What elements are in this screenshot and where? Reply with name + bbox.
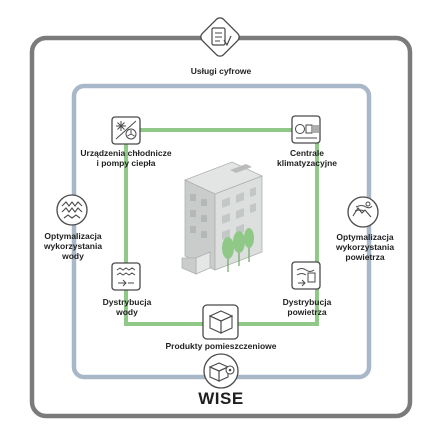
snowflake-fan-icon (111, 116, 141, 145)
label-water-distribution: Dystrybucja wody (102, 297, 152, 317)
building-illustration (181, 161, 264, 275)
trees-illustration (222, 228, 254, 272)
label-room-products: Produkty pomieszczeniowe (165, 341, 277, 351)
air-wind-icon (347, 196, 379, 228)
tablet-checklist-icon (200, 17, 240, 57)
label-chillers-heat-pumps: Urządzenia chłodnicze i pompy ciepła (80, 148, 172, 168)
air-distribution-icon (291, 261, 321, 290)
label-digital-services: Usługi cyfrowe (190, 66, 252, 76)
box-gear-icon (203, 353, 239, 389)
room-box-icon (202, 304, 239, 340)
water-waves-icon (56, 194, 88, 226)
brand-wise: WISE (198, 389, 244, 408)
label-air-distribution: Dystrybucja powietrza (282, 297, 332, 317)
label-water-optimization: Optymalizacja wykorzystania wody (43, 231, 103, 261)
air-handling-unit-icon (291, 115, 321, 144)
water-distribution-icon (111, 262, 141, 291)
label-air-handling-units: Centrale klimatyzacyjne (276, 148, 337, 168)
label-air-optimization: Optymalizacja wykorzystania powietrza (335, 232, 395, 262)
